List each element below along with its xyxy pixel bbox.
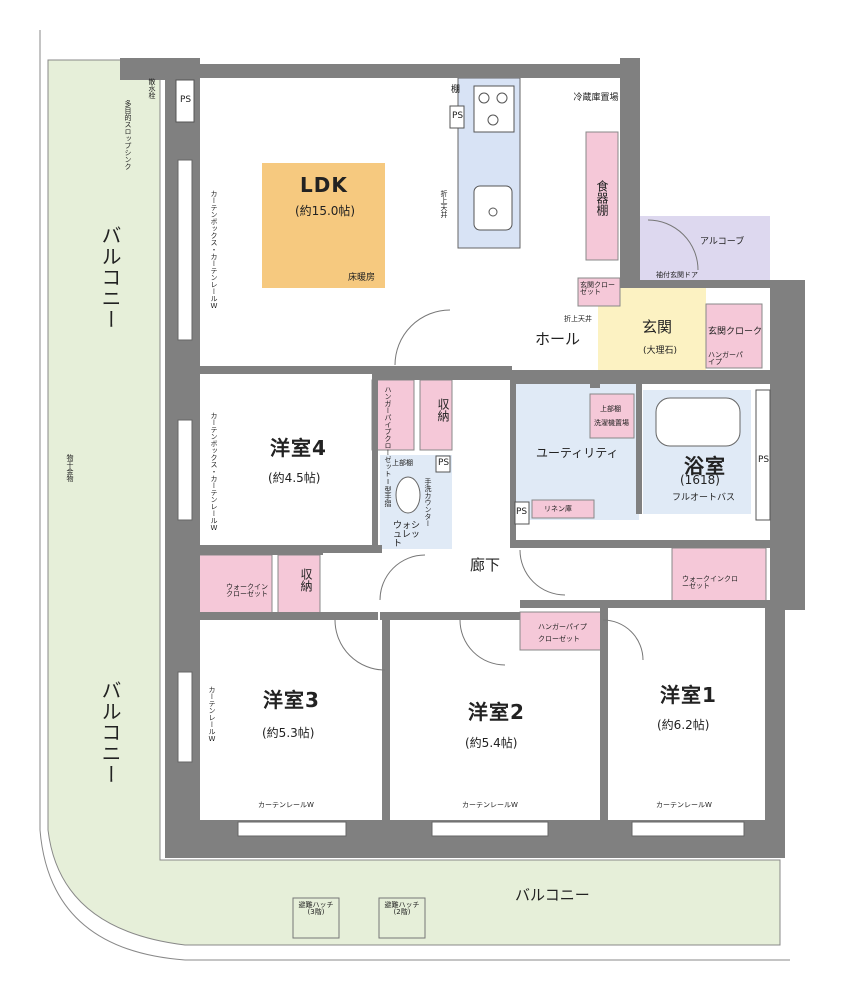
folded-ceiling-ldk: 折上天井 xyxy=(440,190,448,218)
ldk-highlight xyxy=(262,163,385,288)
handrail-label: I型手摺 xyxy=(384,478,392,507)
ps-label-1: PS xyxy=(180,95,192,105)
shelf-kitchen: 棚 xyxy=(451,85,461,95)
faucet-label: 散水栓 xyxy=(148,78,156,99)
fridge-label: 冷蔵庫置場 xyxy=(573,93,619,103)
room2-closet-area xyxy=(519,611,603,651)
door-swings xyxy=(334,219,699,671)
room2-name: 洋室2 xyxy=(468,700,525,724)
washer-area xyxy=(589,393,635,439)
bath-note: フルオートバス xyxy=(672,493,736,503)
room4-storage-area xyxy=(419,379,453,451)
ps-label-4: PS xyxy=(516,507,528,517)
room1-name: 洋室1 xyxy=(660,683,717,707)
room3-size: (約5.3帖) xyxy=(262,726,315,740)
toilet-name: ウォシュレット xyxy=(393,521,421,549)
cupboard-area xyxy=(585,131,619,261)
sink-drain xyxy=(488,207,498,217)
ps-label-5: PS xyxy=(438,458,450,468)
linen-area xyxy=(531,499,595,519)
entrance-closet-area xyxy=(577,277,621,307)
balcony-label-3: バルコニー xyxy=(515,886,590,904)
burner xyxy=(496,92,508,104)
hatch3-label: 避難ハッチ(3階) xyxy=(298,901,334,916)
cupboard-label: 食器棚 xyxy=(595,180,609,216)
ps-label-3: PS xyxy=(758,455,770,465)
room3-name: 洋室3 xyxy=(263,688,320,712)
walkin-room1-label: ウォークインクローゼット xyxy=(682,575,738,590)
alcove-area xyxy=(640,216,770,280)
walkin-room1-area xyxy=(671,547,767,603)
entrance-cloak-area xyxy=(705,303,763,369)
walkin-room3-label: ウォークインクローゼット xyxy=(226,583,268,598)
room4-name: 洋室4 xyxy=(270,436,327,460)
upper-shelf-toilet: 上部棚 xyxy=(392,459,413,467)
room2-size: (約5.4帖) xyxy=(465,736,518,750)
curtain-rail-room3: カーテンレールW xyxy=(208,686,216,743)
room1-size: (約6.2帖) xyxy=(657,718,710,732)
balcony-rail xyxy=(39,829,186,961)
multi-sink-label: 多目的スロップシンク xyxy=(124,100,132,170)
bath-code: (1618) xyxy=(680,473,720,487)
balcony-area xyxy=(47,59,781,946)
folded-ceiling-hall: 折上天井 xyxy=(564,315,592,323)
alcove-name: アルコーブ xyxy=(700,237,745,247)
floor-heating-label: 床暖房 xyxy=(348,273,376,283)
corridor-name: 廊下 xyxy=(470,556,501,574)
door-closer-label: 袖付玄関ドア xyxy=(656,271,698,279)
laundry-hardware-label: 物干金物 xyxy=(66,454,74,482)
curtain-box-ldk: カーテンボックス・カーテンレールW xyxy=(210,190,218,310)
curtain-rail-room2-bottom: カーテンレールW xyxy=(462,801,518,809)
hall-name: ホール xyxy=(535,330,581,348)
room4-storage-label: 収納 xyxy=(436,398,450,422)
burner xyxy=(478,92,490,104)
windows xyxy=(177,159,745,837)
upper-shelf-utility: 上部棚 xyxy=(600,405,621,413)
linen-label: リネン庫 xyxy=(544,505,572,513)
hatch2-label: 避難ハッチ(2階) xyxy=(384,901,420,916)
toilet-bowl xyxy=(395,476,421,514)
hanger-pipe-cloak: ハンガーパイプ xyxy=(708,351,743,366)
room2-closet-label: クローゼット xyxy=(538,635,580,643)
room4-size: (約4.5帖) xyxy=(268,471,321,485)
hanger-closet-label: ハンガーパイプクローゼット xyxy=(384,386,392,477)
washer-label: 洗濯機置場 xyxy=(594,419,629,427)
room3-storage-area xyxy=(277,554,321,618)
room3-storage-label: 収納 xyxy=(299,568,313,592)
entrance-cloak-label: 玄関クローク xyxy=(708,327,763,337)
hanger-closet-area xyxy=(371,379,415,451)
ps-label-2: PS xyxy=(452,111,464,121)
balcony-label-2: バルコニー xyxy=(98,680,122,785)
entrance-note: (大理石) xyxy=(643,346,678,356)
bathtub xyxy=(655,397,741,447)
curtain-box-room4: カーテンボックス・カーテンレールW xyxy=(210,412,218,532)
curtain-rail-room1-bottom: カーテンレールW xyxy=(656,801,712,809)
ldk-size: (約15.0帖) xyxy=(295,204,356,218)
room2-hanger-label: ハンガーパイプ xyxy=(538,623,587,631)
bath-name: 浴室 xyxy=(684,454,726,478)
ps-boxes xyxy=(175,79,771,525)
balcony-label-1: バルコニー xyxy=(98,225,122,330)
entrance-name: 玄関 xyxy=(642,318,673,336)
hand-counter-label: 手洗カウンター xyxy=(424,478,432,527)
ldk-name: LDK xyxy=(300,173,348,197)
hatches xyxy=(292,897,426,939)
curtain-rail-room3-bottom: カーテンレールW xyxy=(258,801,314,809)
utility-name: ユーティリティ xyxy=(536,446,619,460)
burner xyxy=(487,114,499,126)
entrance-closet-label: 玄関クローゼット xyxy=(580,281,615,296)
